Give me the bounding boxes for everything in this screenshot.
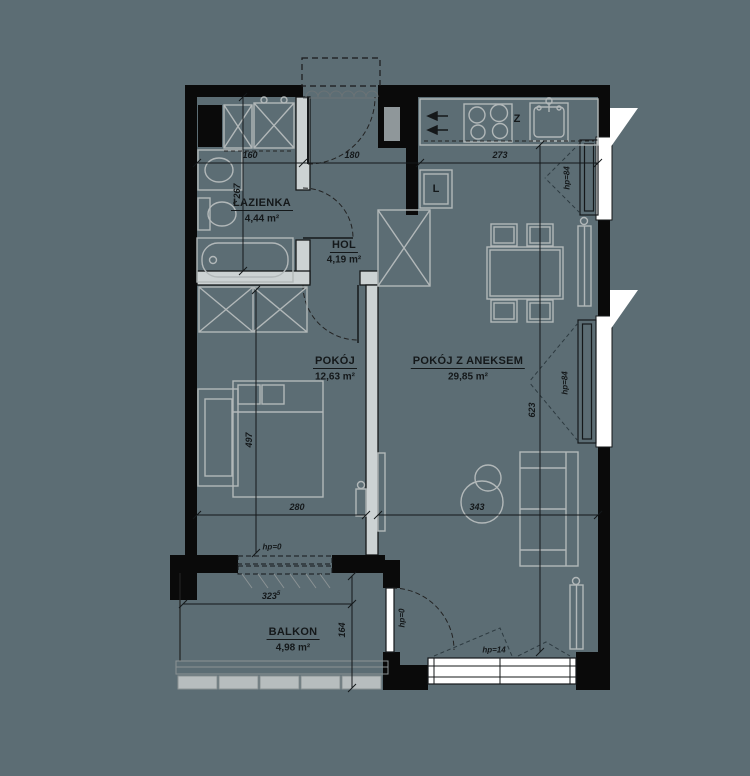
toilet [197, 197, 211, 231]
dim-bedroom-depth: 497 [244, 432, 254, 448]
entrance-mat [301, 57, 381, 87]
room-area-hall: 4,19 m² [326, 254, 362, 266]
bedroom-balcony-door [237, 555, 333, 589]
outer-walls [170, 85, 610, 690]
hp-balcony-door-living: hp=0 [397, 608, 407, 628]
dryer [253, 102, 295, 149]
hp-balcony-door-bedroom: hp=0 [262, 542, 282, 552]
room-area-bathroom: 4,44 m² [244, 213, 280, 225]
stove [463, 103, 513, 143]
tv [377, 452, 386, 532]
shaft-inner [384, 107, 400, 141]
room-label-bedroom: POKÓJ [312, 355, 358, 369]
dim-balcony-width: 3235 [261, 591, 281, 601]
dim-balcony-depth: 164 [337, 622, 347, 638]
round-table [460, 480, 504, 524]
dim-top-hall: 180 [344, 150, 360, 160]
dimension-lines [178, 92, 603, 693]
room-label-hall: HOL [329, 239, 359, 253]
dim-living-width: 343 [469, 502, 485, 512]
bathroom-sink [197, 149, 243, 191]
media-stand [355, 488, 367, 517]
floor-lamp [474, 464, 502, 492]
fridge [419, 169, 453, 209]
bed [232, 380, 324, 498]
entrance-door [301, 57, 381, 165]
bedroom-sofa [197, 388, 239, 487]
room-label-bathroom: ŁAZIENKA [230, 197, 294, 211]
room-area-balcony: 4,98 m² [275, 642, 311, 654]
dim-top-kitchen: 273 [492, 150, 508, 160]
kitchen-arrows [426, 110, 448, 136]
room-area-living: 29,85 m² [447, 371, 489, 383]
dim-living-depth: 623 [527, 402, 537, 418]
fridge-marker: L [432, 183, 440, 195]
bathtub [196, 237, 294, 283]
dishwasher-marker: Z [513, 113, 521, 125]
dim-top-bathroom: 160 [242, 150, 258, 160]
bathroom-fixtures [196, 96, 295, 283]
bedroom-door [302, 284, 359, 343]
hp-window-bottom: hp=14 [482, 645, 506, 655]
hall-wardrobe [377, 209, 431, 287]
balcony-structure [175, 573, 389, 690]
dim-bathroom-depth: 267 [232, 183, 242, 199]
right-windows [528, 108, 638, 448]
hp-window-right-middle: hp=84 [560, 371, 570, 395]
room-label-living: POKÓJ Z ANEKSEM [410, 355, 526, 369]
washer [223, 104, 253, 149]
room-label-balcony: BALKON [266, 626, 320, 640]
room-area-bedroom: 12,63 m² [314, 371, 356, 383]
kitchen-counter [419, 97, 599, 209]
bottom-window [427, 627, 577, 685]
dim-bedroom-width: 280 [289, 502, 305, 512]
bathroom-door [302, 187, 354, 239]
dining-set [486, 223, 564, 323]
bedroom-furniture [197, 286, 324, 498]
hp-window-right-top: hp=84 [562, 166, 572, 190]
living-balcony-door [385, 587, 455, 653]
living-furniture [355, 216, 592, 650]
